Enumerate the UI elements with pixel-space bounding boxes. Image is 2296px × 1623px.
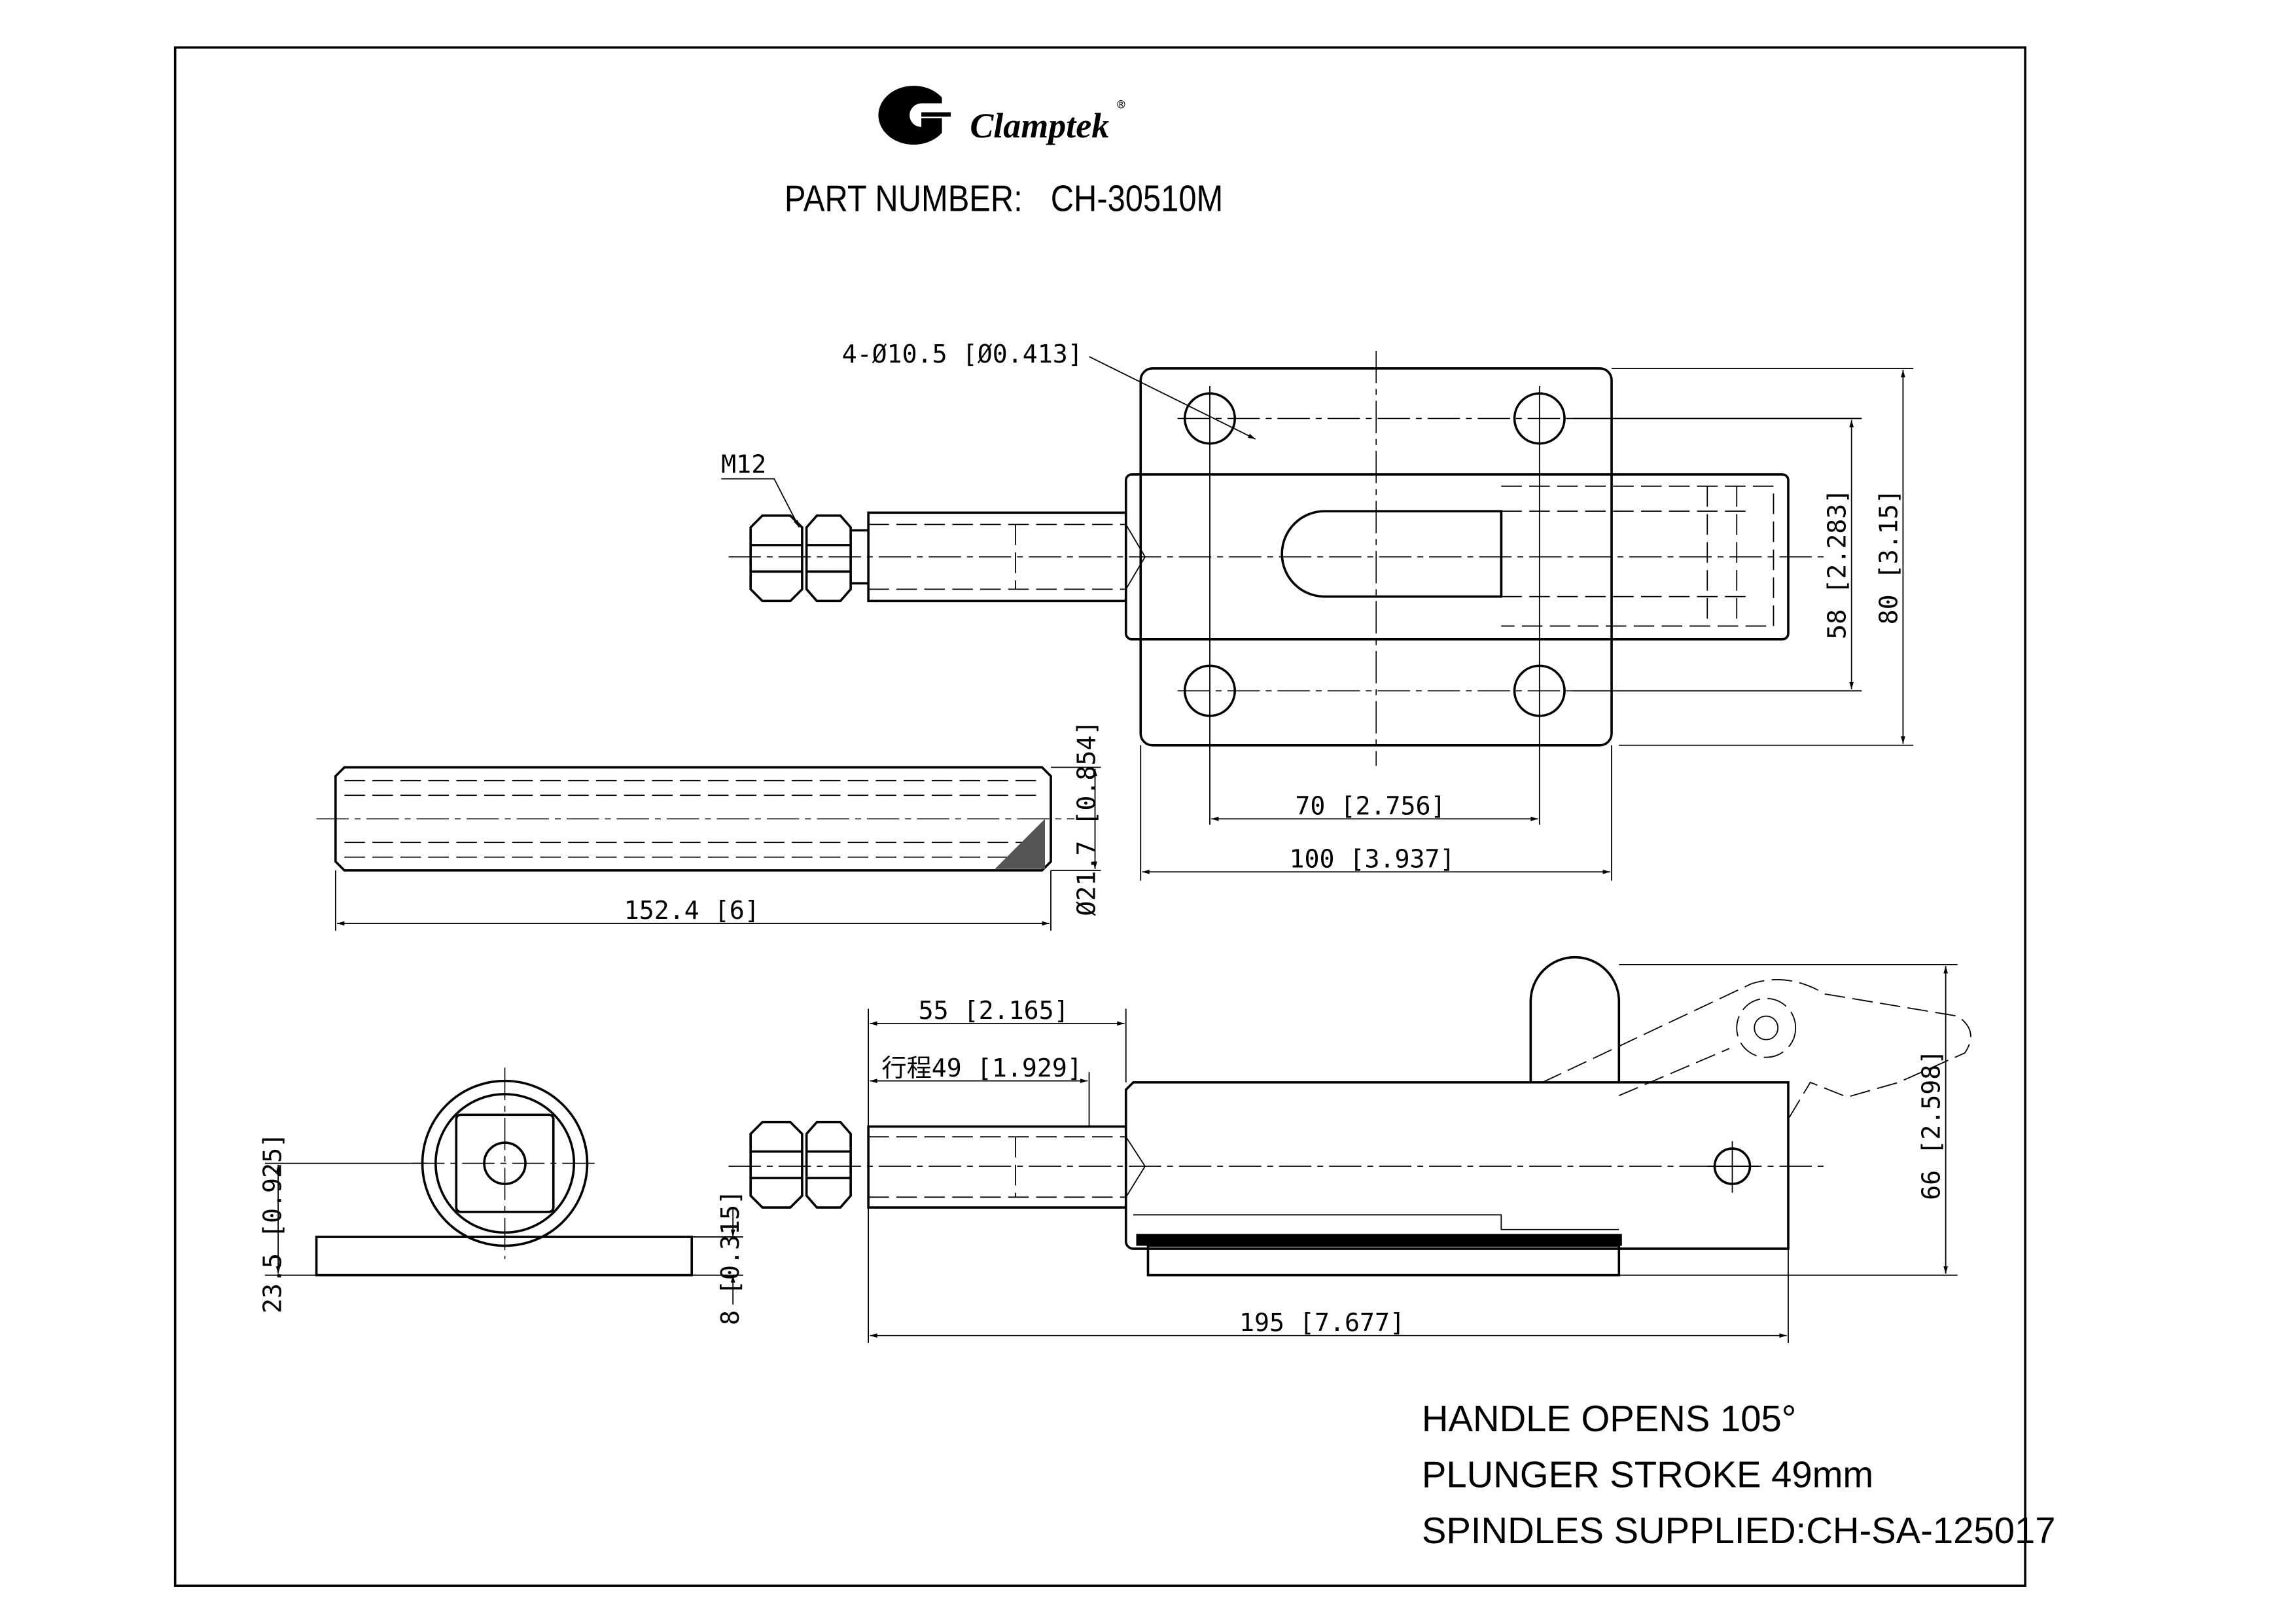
- dim-stroke: 行程49 [1.929]: [881, 1054, 1082, 1083]
- dim-23-5: 23.5 [0.925]: [259, 1133, 288, 1313]
- logo-text: Clamptek: [970, 106, 1109, 145]
- side-view: [728, 955, 1971, 1344]
- dim-spindle-diameter: Ø21.7 [0.854]: [1073, 721, 1102, 916]
- note-handle-opens: HANDLE OPENS 105°: [1422, 1398, 1796, 1439]
- dim-70: 70 [2.756]: [1295, 792, 1445, 821]
- dim-100: 100 [3.937]: [1289, 845, 1455, 874]
- dim-58: 58 [2.283]: [1824, 489, 1852, 639]
- clamptek-logo: Clamptek ®: [878, 86, 1125, 145]
- dim-80: 80 [3.15]: [1875, 489, 1903, 624]
- top-view: [728, 350, 1826, 825]
- spindle-view: [316, 766, 1101, 931]
- note-plunger-stroke: PLUNGER STROKE 49mm: [1422, 1454, 1873, 1495]
- dim-195: 195 [7.677]: [1239, 1309, 1405, 1338]
- hole-callout: 4-Ø10.5 [Ø0.413]: [842, 340, 1083, 369]
- dim-8: 8 [0.315]: [716, 1190, 745, 1325]
- sheet-border: [173, 46, 2026, 1587]
- part-number-label: PART NUMBER:CH-30510M: [785, 177, 1223, 219]
- registered-mark: ®: [1117, 97, 1125, 113]
- logo-mark-icon: [878, 86, 942, 145]
- note-spindles-supplied: SPINDLES SUPPLIED:CH-SA-125017: [1422, 1510, 2056, 1551]
- dim-66: 66 [2.598]: [1918, 1050, 1947, 1200]
- dim-spindle-length: 152.4 [6]: [624, 897, 760, 925]
- dim-55: 55 [2.165]: [919, 997, 1069, 1026]
- end-view: [264, 1067, 743, 1277]
- thread-callout: M12: [721, 451, 766, 480]
